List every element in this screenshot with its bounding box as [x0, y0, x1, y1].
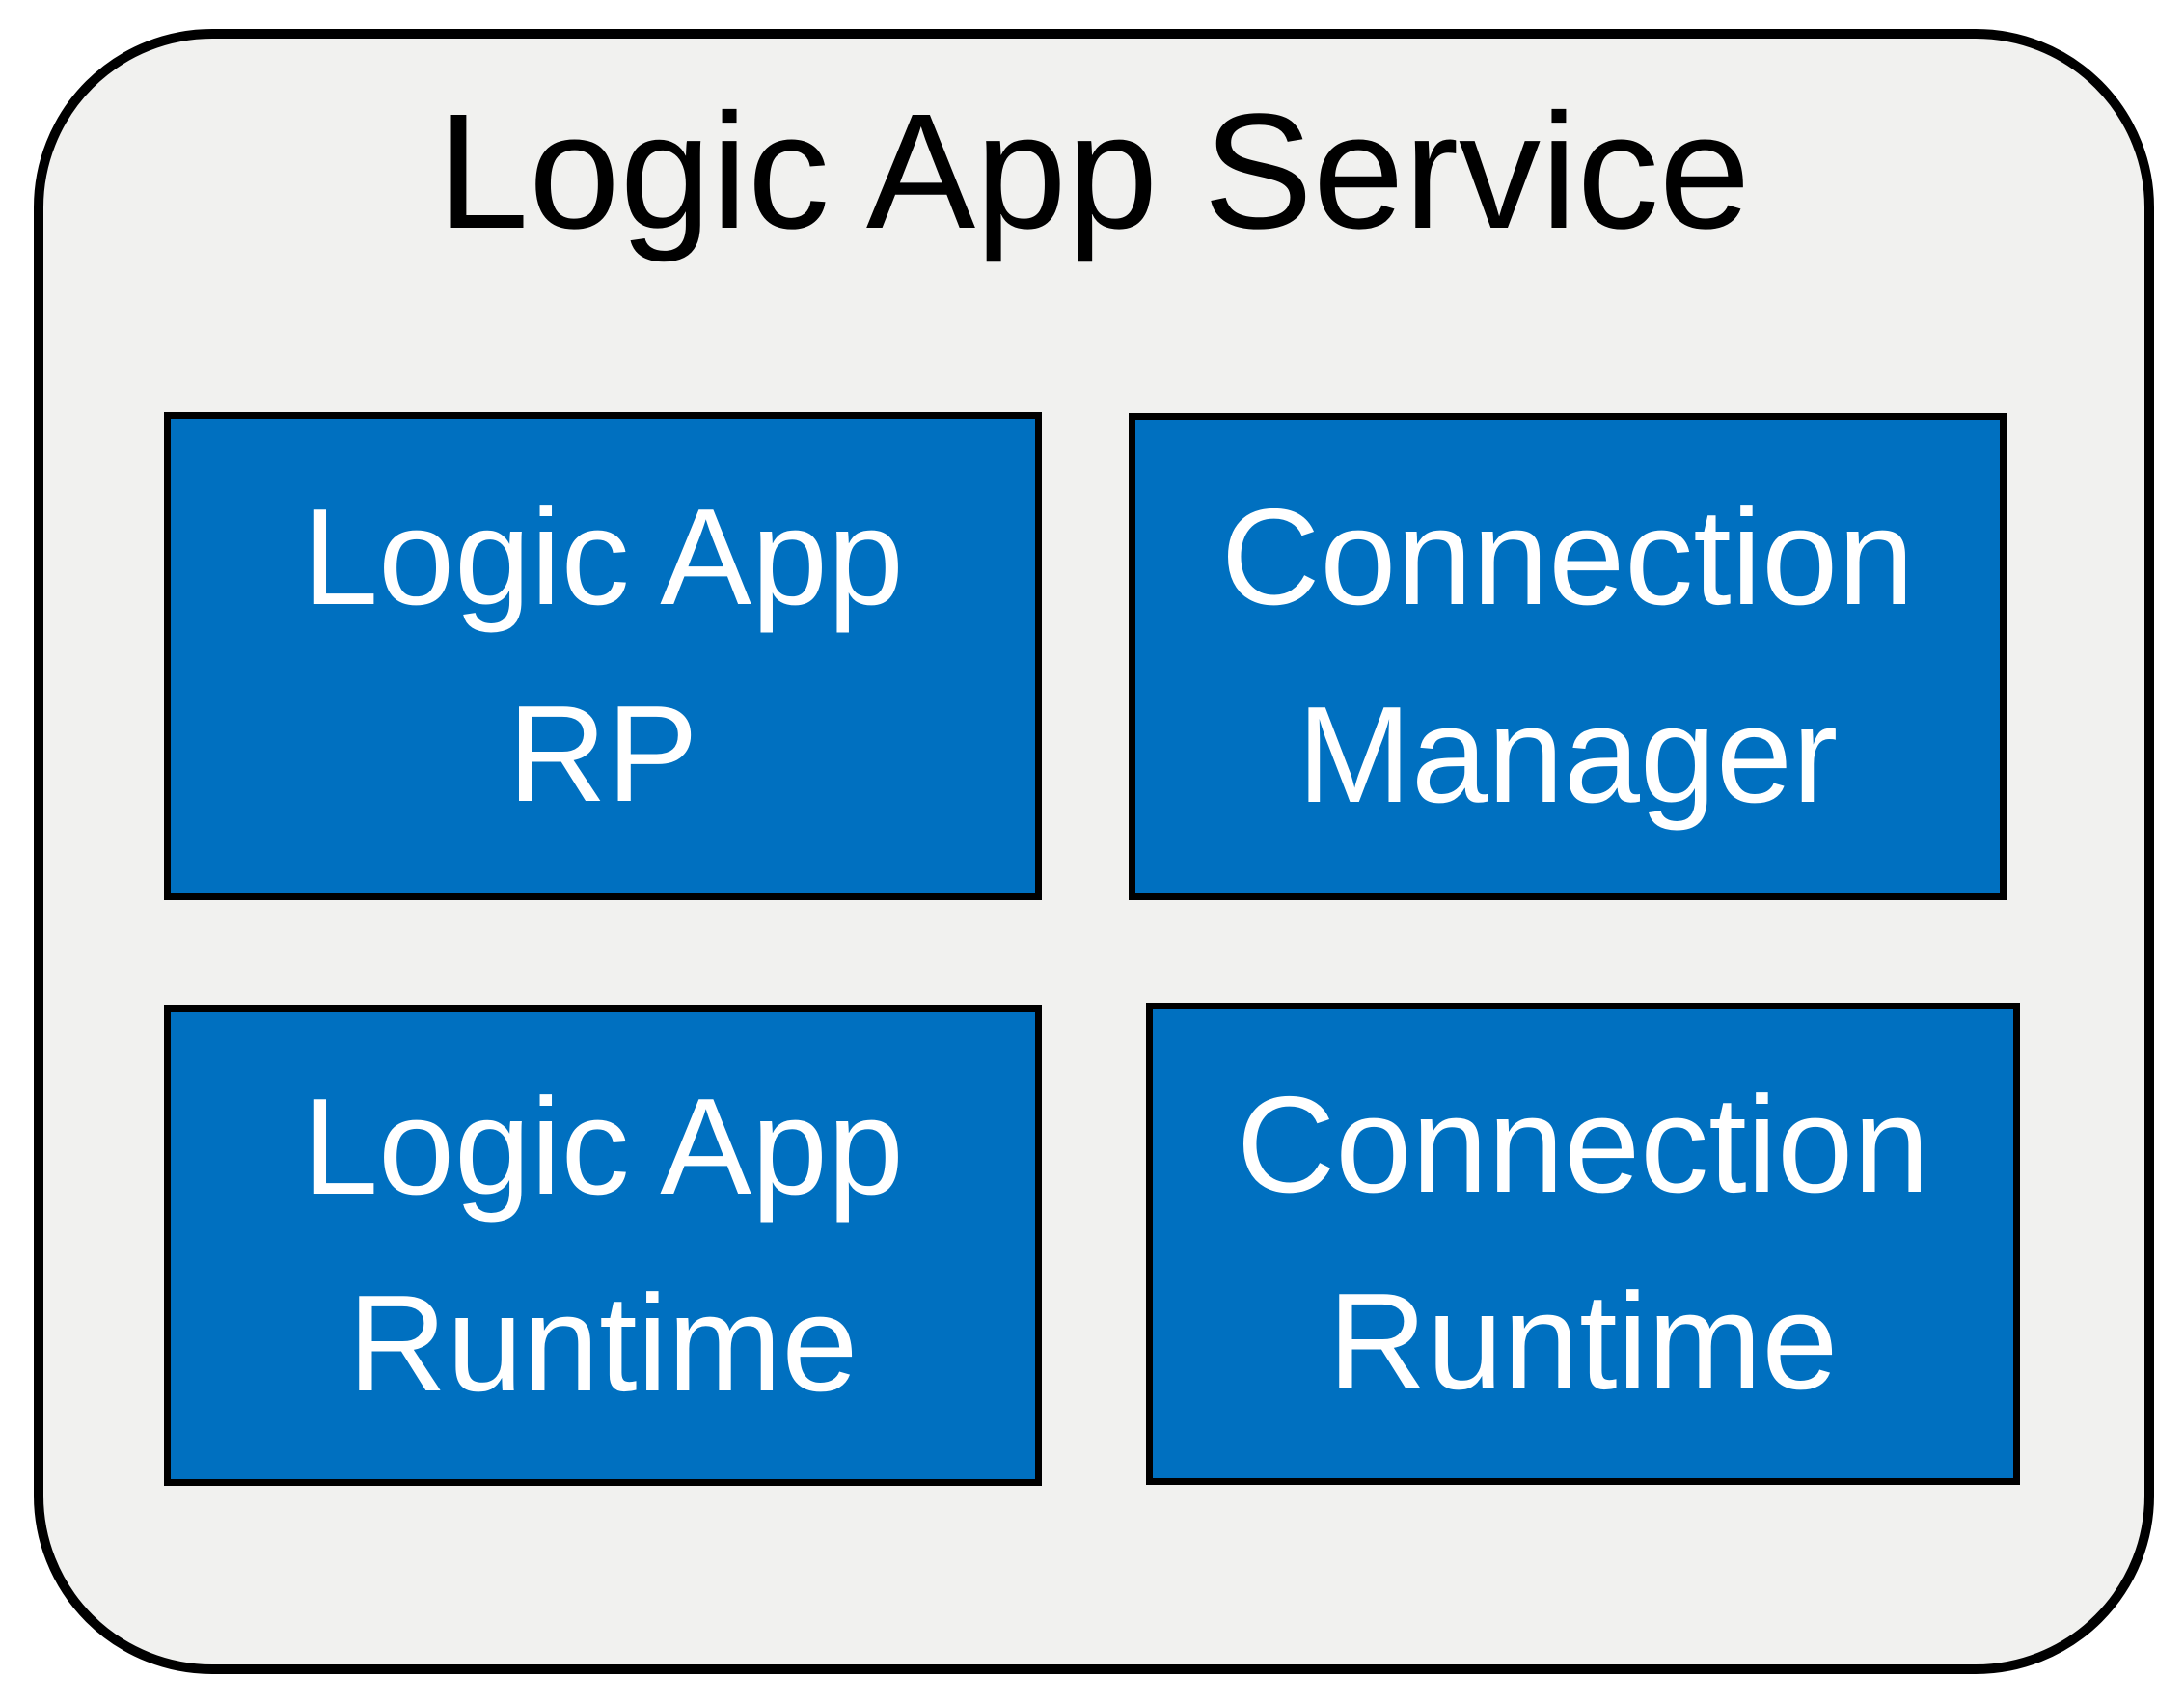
box-logic-app-runtime: Logic App Runtime	[164, 1005, 1042, 1486]
box-logic-app-runtime-line1: Logic App	[302, 1069, 904, 1223]
box-connection-runtime-line1: Connection	[1236, 1067, 1930, 1222]
box-connection-runtime-line2: Runtime	[1327, 1265, 1839, 1418]
box-connection-runtime: Connection Runtime	[1146, 1003, 2020, 1485]
box-connection-manager-line2: Manager	[1297, 677, 1839, 832]
logic-app-service-container: Logic App Service Logic App RP Connectio…	[34, 29, 2154, 1674]
diagram-title: Logic App Service	[437, 80, 1751, 263]
box-logic-app-runtime-line2: Runtime	[347, 1267, 859, 1420]
box-logic-app-rp-line2: RP	[507, 677, 698, 831]
box-logic-app-rp: Logic App RP	[164, 412, 1042, 900]
box-connection-manager: Connection Manager	[1129, 413, 2007, 900]
box-connection-manager-line1: Connection	[1220, 481, 1915, 635]
box-logic-app-rp-line1: Logic App	[302, 480, 904, 634]
